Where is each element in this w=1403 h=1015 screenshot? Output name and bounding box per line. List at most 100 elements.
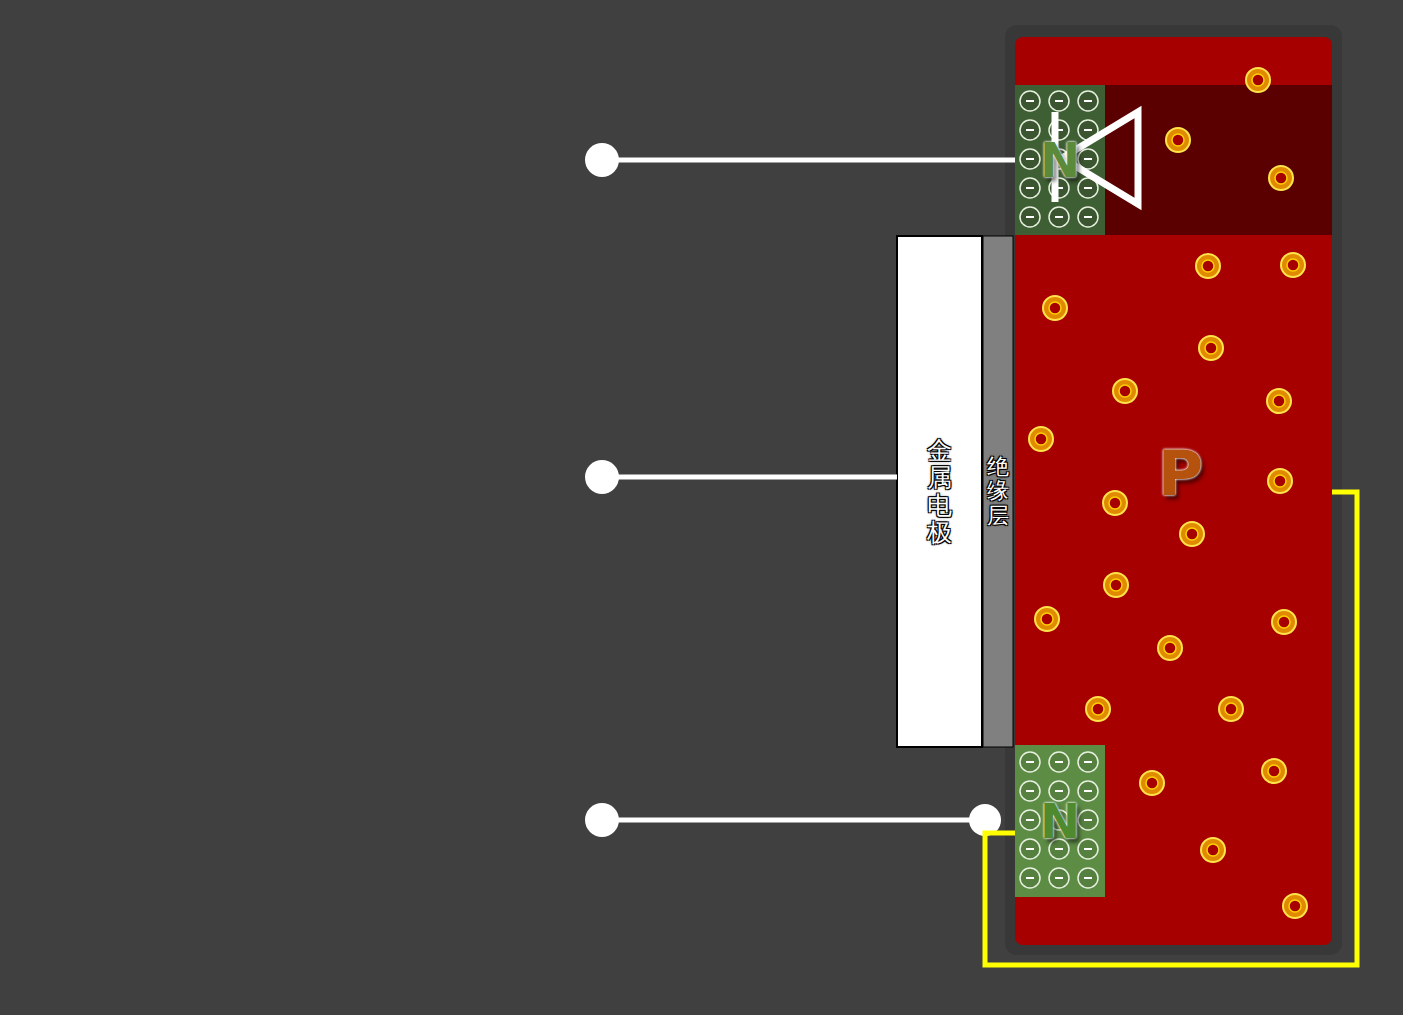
hole-ring bbox=[1272, 610, 1296, 634]
depletion-band bbox=[1015, 85, 1332, 235]
electron-ring bbox=[1020, 868, 1040, 888]
hole-core bbox=[1275, 172, 1287, 184]
electron bbox=[1049, 91, 1069, 111]
hole-ring bbox=[1113, 379, 1137, 403]
region-label: P bbox=[1158, 437, 1203, 510]
hole-core bbox=[1273, 395, 1285, 407]
hole-core bbox=[1278, 616, 1290, 628]
electron bbox=[1020, 839, 1040, 859]
electron-sign bbox=[1026, 100, 1034, 102]
hole-core bbox=[1207, 844, 1219, 856]
wire bbox=[602, 818, 985, 823]
p-substrate-node: PNN bbox=[1015, 37, 1332, 945]
electron-sign bbox=[1026, 819, 1034, 821]
electron-sign bbox=[1055, 100, 1063, 102]
hole-core bbox=[1035, 433, 1047, 445]
hole-ring bbox=[1043, 296, 1067, 320]
hole-core bbox=[1205, 342, 1217, 354]
electron bbox=[1020, 91, 1040, 111]
hole bbox=[1283, 894, 1307, 918]
hole bbox=[1180, 522, 1204, 546]
electron-sign bbox=[1026, 216, 1034, 218]
hole-ring bbox=[1166, 128, 1190, 152]
hole bbox=[1267, 389, 1291, 413]
hole-ring bbox=[1281, 253, 1305, 277]
electron bbox=[1049, 207, 1069, 227]
hole-ring bbox=[1104, 573, 1128, 597]
hole bbox=[1043, 296, 1067, 320]
hole bbox=[1103, 491, 1127, 515]
hole-ring bbox=[1103, 491, 1127, 515]
hole-ring bbox=[1196, 254, 1220, 278]
hole-core bbox=[1172, 134, 1184, 146]
electron-sign bbox=[1055, 761, 1063, 763]
hole bbox=[1201, 838, 1225, 862]
hole-ring bbox=[1140, 771, 1164, 795]
electron-ring bbox=[1020, 839, 1040, 859]
hole-ring bbox=[1283, 894, 1307, 918]
hole bbox=[1086, 697, 1110, 721]
electron-sign bbox=[1026, 129, 1034, 131]
electron-sign bbox=[1084, 216, 1092, 218]
terminal bbox=[585, 460, 619, 494]
hole bbox=[1272, 610, 1296, 634]
electron-ring bbox=[1078, 752, 1098, 772]
electron-ring bbox=[1049, 207, 1069, 227]
hole bbox=[1246, 68, 1270, 92]
electron-ring bbox=[1078, 868, 1098, 888]
electron-sign bbox=[1084, 158, 1092, 160]
hole-core bbox=[1289, 900, 1301, 912]
p-substrate bbox=[1015, 37, 1332, 945]
n-region-top bbox=[1015, 85, 1105, 235]
electron-ring bbox=[1020, 781, 1040, 801]
electron bbox=[1078, 91, 1098, 111]
electron bbox=[1020, 781, 1040, 801]
electron-sign bbox=[1084, 187, 1092, 189]
hole bbox=[1140, 771, 1164, 795]
electron-ring bbox=[1078, 91, 1098, 111]
electron-ring bbox=[1078, 839, 1098, 859]
electron-sign bbox=[1026, 848, 1034, 850]
hole bbox=[1219, 697, 1243, 721]
electrode-node: 金属电极 bbox=[897, 236, 982, 747]
hole bbox=[1113, 379, 1137, 403]
hole-ring bbox=[1219, 697, 1243, 721]
hole bbox=[1029, 427, 1053, 451]
hole-core bbox=[1110, 579, 1122, 591]
terminal bbox=[585, 803, 619, 837]
terminal bbox=[585, 143, 619, 177]
hole-ring bbox=[1268, 469, 1292, 493]
hole-ring bbox=[1246, 68, 1270, 92]
hole-core bbox=[1186, 528, 1198, 540]
hole-ring bbox=[1035, 607, 1059, 631]
hole-ring bbox=[1201, 838, 1225, 862]
electron bbox=[1078, 752, 1098, 772]
electron bbox=[1020, 752, 1040, 772]
electron-ring bbox=[1020, 149, 1040, 169]
hole-core bbox=[1092, 703, 1104, 715]
hole-ring bbox=[1158, 636, 1182, 660]
electron bbox=[1020, 149, 1040, 169]
electron-sign bbox=[1084, 761, 1092, 763]
vertical-label: 金属电极 bbox=[927, 437, 952, 547]
hole-core bbox=[1287, 259, 1299, 271]
electron-ring bbox=[1020, 178, 1040, 198]
electron-sign bbox=[1026, 761, 1034, 763]
region-label: N bbox=[1040, 132, 1080, 188]
electron-sign bbox=[1084, 819, 1092, 821]
electron-sign bbox=[1084, 129, 1092, 131]
electron-ring bbox=[1078, 207, 1098, 227]
hole-ring bbox=[1029, 427, 1053, 451]
hole-core bbox=[1049, 302, 1061, 314]
electron-ring bbox=[1020, 752, 1040, 772]
insulator-node: 绝缘层 bbox=[983, 236, 1013, 747]
substrate-frame bbox=[1005, 25, 1342, 955]
hole-core bbox=[1109, 497, 1121, 509]
wire bbox=[602, 158, 1015, 163]
electron-ring bbox=[1020, 91, 1040, 111]
electron-ring bbox=[1020, 120, 1040, 140]
hole-ring bbox=[1199, 336, 1223, 360]
hole bbox=[1166, 128, 1190, 152]
hole bbox=[1104, 573, 1128, 597]
electron-sign bbox=[1026, 877, 1034, 879]
